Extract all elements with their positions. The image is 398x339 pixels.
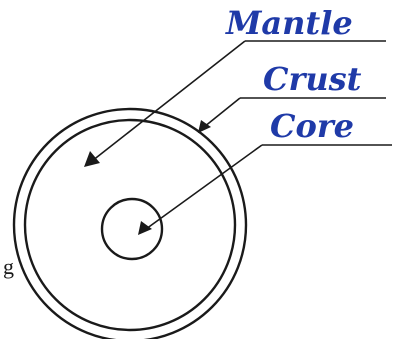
crust-leader-line <box>204 98 240 127</box>
cropped-text-fragment: g <box>3 254 14 279</box>
mantle-arrowhead <box>84 151 100 167</box>
mantle-label: Mantle <box>225 4 353 42</box>
mantle-leader-line <box>92 41 245 161</box>
crust-outer-circle <box>14 109 246 339</box>
mantle-boundary-circle <box>25 120 235 330</box>
core-arrowhead <box>138 221 152 235</box>
crust-label: Crust <box>263 60 362 98</box>
earth-cross-section <box>14 109 246 339</box>
core-label: Core <box>270 107 354 145</box>
core-circle <box>102 199 162 259</box>
